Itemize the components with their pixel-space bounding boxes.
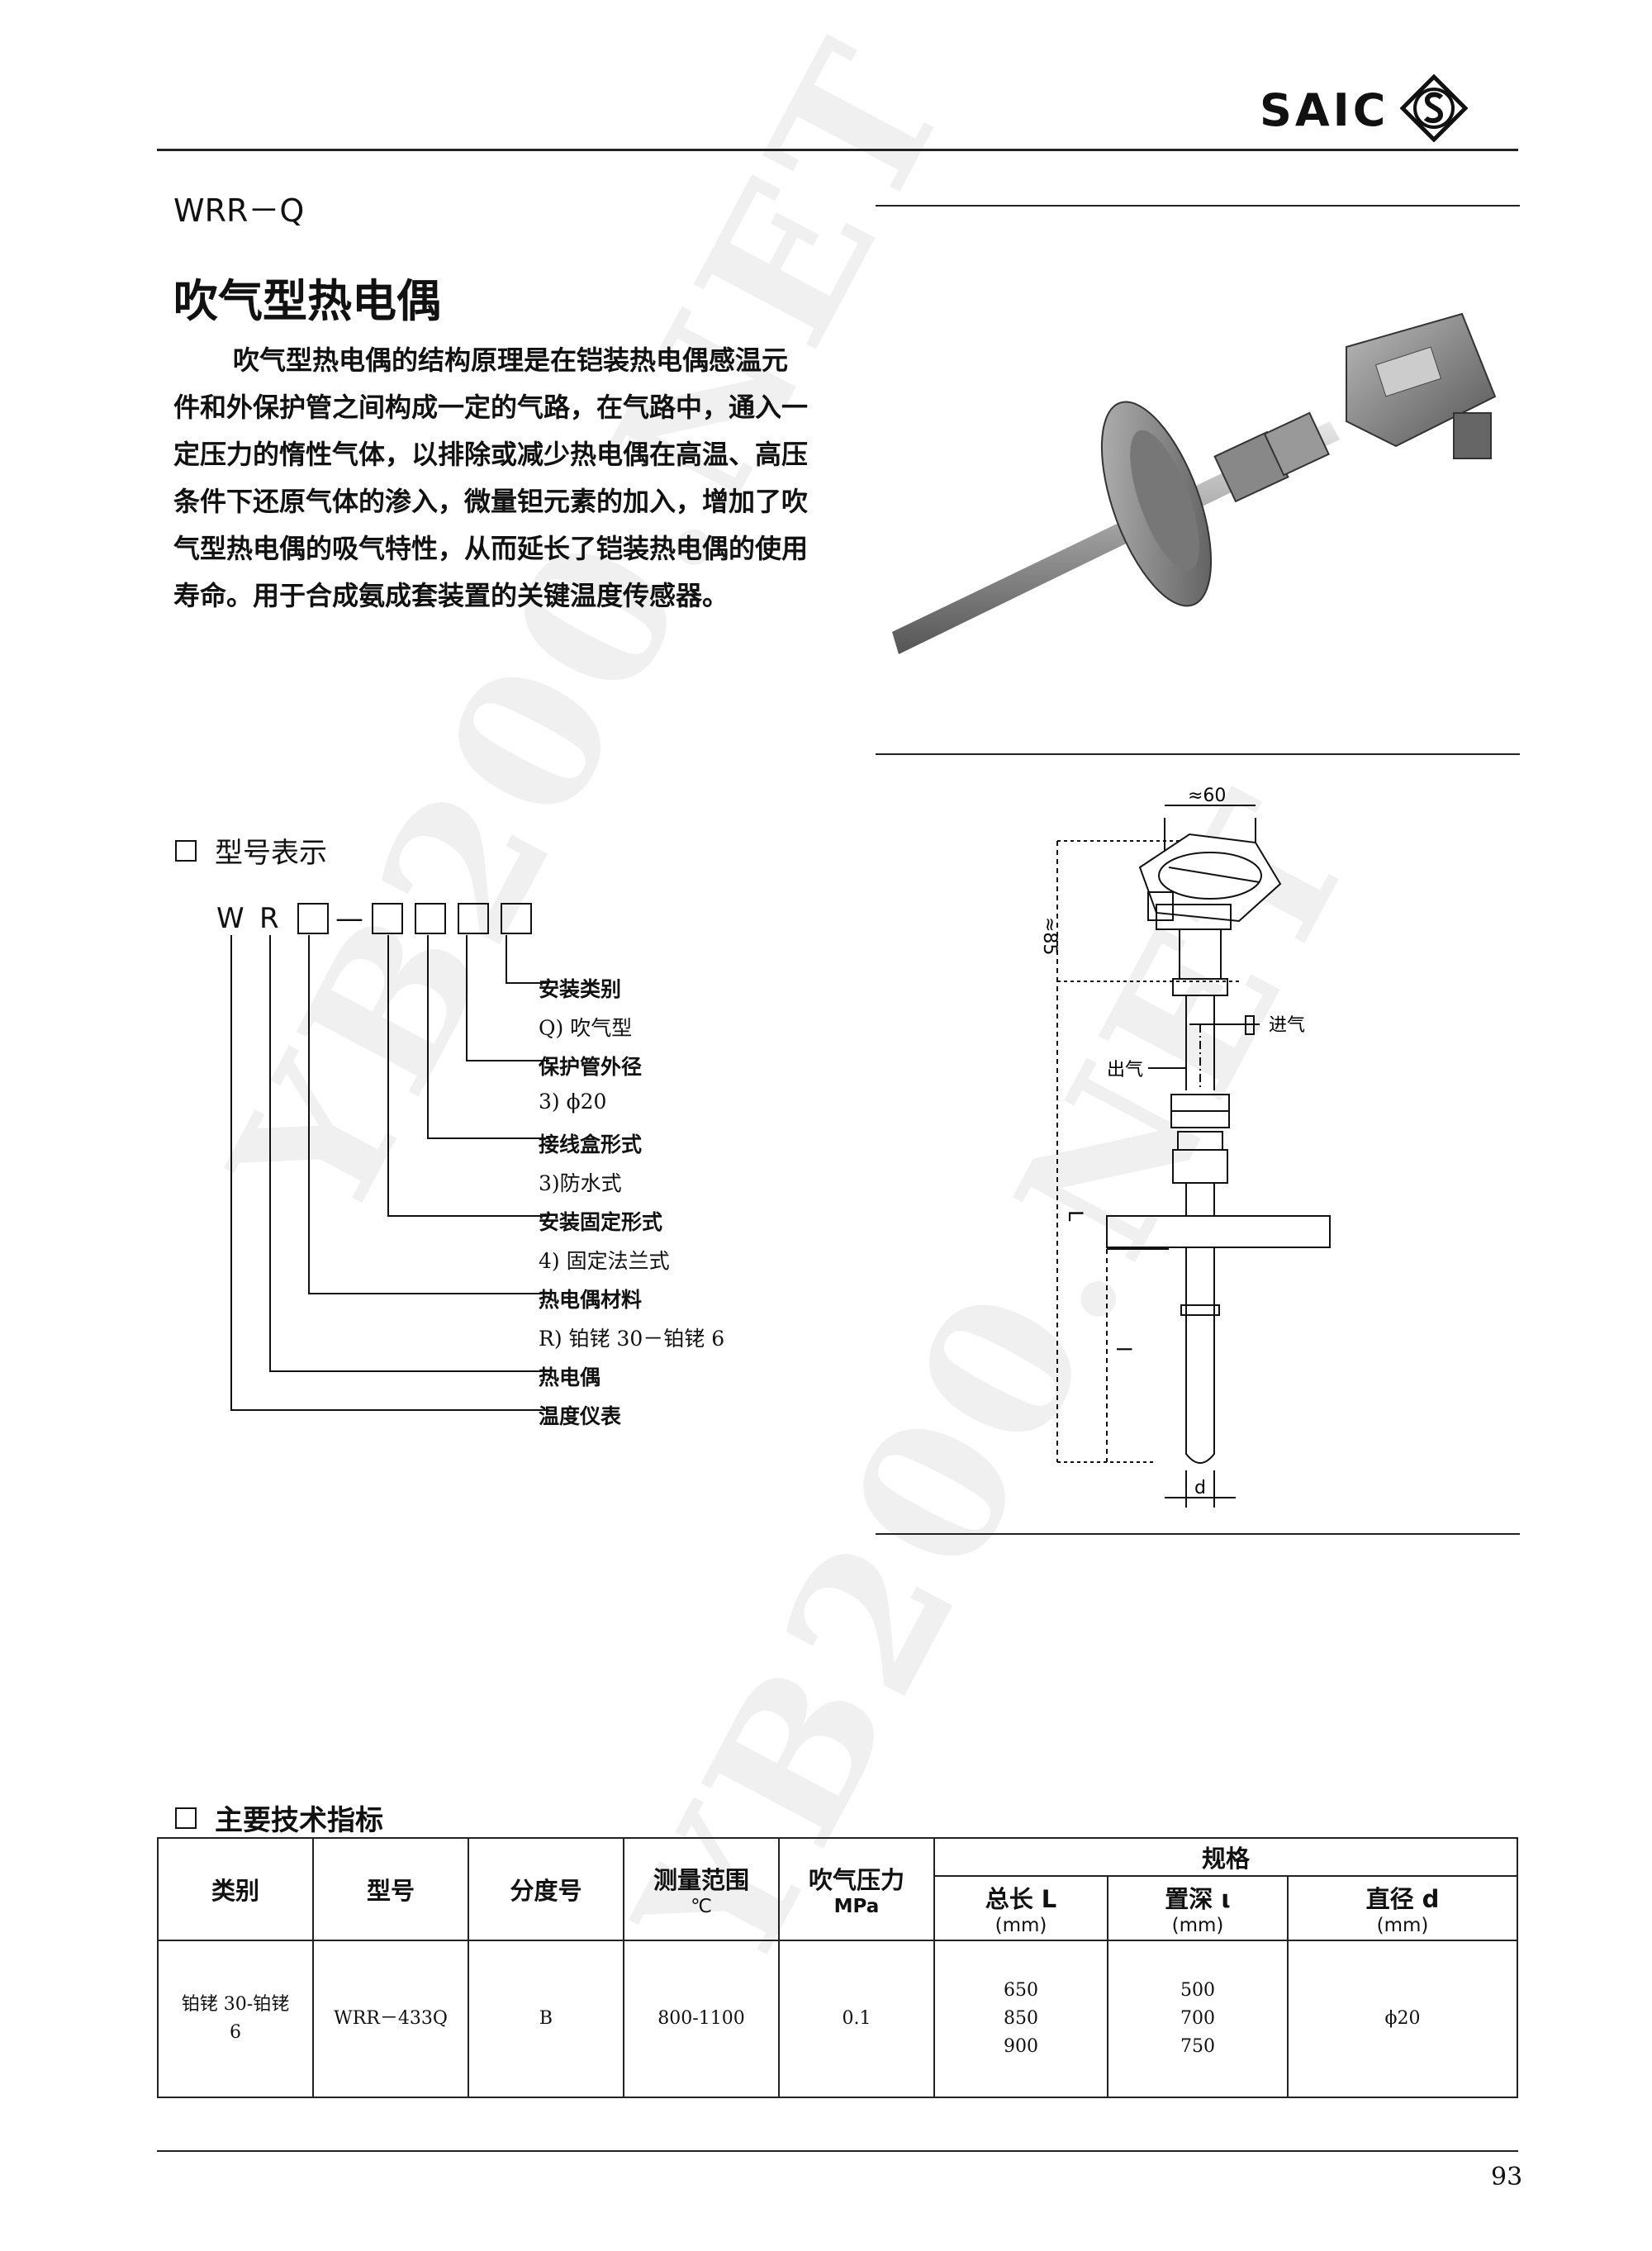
model-code-row: W R — [216,902,532,935]
header-graduation: 分度号 [468,1837,624,1941]
depth-value: 700 [1180,2008,1215,2029]
cell-depth: 500 700 750 [1107,1940,1289,2098]
outlet-label: 出气 [1107,1060,1143,1080]
header-diameter-label: 直径 d [1365,1885,1440,1913]
spec-section-heading: 主要技术指标 [175,1797,383,1838]
header-pressure-unit: MPa [833,1896,880,1917]
cell-diameter: ϕ20 [1287,1940,1518,2098]
dimension-drawing: ≈60 ≈85 进气 出气 L l d [1039,786,1331,1508]
checkbox-square-icon [175,1807,197,1829]
header-total-length: 总长 L (mm) [933,1875,1108,1941]
total-length-value: 900 [1004,2036,1038,2057]
dim-d-label: d [1194,1478,1206,1498]
dim-L-label: L [1064,1210,1087,1222]
product-code: WRR－Q [173,192,305,229]
cell-category-line: 6 [230,2022,241,2043]
model-code-leaders [230,935,549,1411]
header-range-label: 测量范围 [653,1866,749,1894]
dim-height-label: ≈85 [1039,917,1060,955]
header-total-length-label: 总长 L [985,1885,1057,1913]
thermocouple-photo [884,297,1512,681]
header-range-unit: ℃ [691,1896,712,1917]
model-section-heading: 型号表示 [175,830,327,871]
checkbox-square-icon [175,839,197,862]
legend-item: 4) 固定法兰式 [539,1249,670,1273]
header-range: 测量范围 ℃ [623,1837,780,1941]
depth-value: 750 [1180,2036,1215,2057]
header-total-length-unit: (mm) [995,1915,1047,1936]
dim-l-label: l [1112,1346,1135,1352]
header-depth-label: 置深 ι [1165,1885,1231,1913]
code-box [415,903,446,934]
cell-total-length: 650 850 900 [933,1940,1108,2098]
legend-item: R) 铂铑 30－铂铑 6 [539,1327,725,1351]
legend-item: 保护管外径 [539,1055,643,1079]
cell-model: WRR－433Q [312,1940,469,2098]
spec-table: 类别 型号 分度号 测量范围 ℃ 吹气压力 MPa 规格 总长 L (mm) 置… [157,1837,1518,2098]
product-title: 吹气型热电偶 [173,275,441,327]
model-legend: 安装类别 Q) 吹气型 保护管外径 3) ϕ20 接线盒形式 3)防水式 安装固… [539,973,724,1439]
brand-name: SAIC [1260,83,1389,136]
legend-item: 安装类别 [539,977,622,1001]
cell-category-line: 铂铑 30-铂铑 [181,1994,290,2015]
code-dash: — [335,902,365,935]
total-length-value: 850 [1004,2008,1038,2029]
dim-width-label: ≈60 [1188,786,1226,806]
spec-heading-text: 主要技术指标 [215,1804,383,1837]
product-intro: 吹气型热电偶的结构原理是在铠装热电偶感温元件和外保护管之间构成一定的气路，在气路… [173,344,809,611]
code-box [501,903,532,934]
header-diameter: 直径 d (mm) [1287,1875,1518,1941]
legend-item: 安装固定形式 [539,1210,663,1234]
cell-range: 800-1100 [623,1940,780,2098]
legend-item: 3) ϕ20 [539,1090,607,1114]
header-pressure: 吹气压力 MPa [778,1837,935,1941]
header-spec: 规格 [933,1837,1518,1877]
legend-item: Q) 吹气型 [539,1016,633,1040]
table-row: 铂铑 30-铂铑 6 WRR－433Q B 800-1100 0.1 650 8… [157,1940,1518,2098]
total-length-value: 650 [1004,1980,1038,2001]
cell-pressure: 0.1 [778,1940,935,2098]
header-depth: 置深 ι (mm) [1107,1875,1289,1941]
legend-item: 热电偶 [539,1365,601,1389]
code-box [372,903,403,934]
legend-item: 3)防水式 [539,1171,622,1195]
legend-item: 接线盒形式 [539,1133,643,1156]
S-logo-icon [1399,74,1469,145]
code-box [297,903,329,934]
header-model: 型号 [312,1837,469,1941]
legend-item: 热电偶材料 [539,1288,643,1312]
cell-category: 铂铑 30-铂铑 6 [157,1940,314,2098]
header-pressure-label: 吹气压力 [808,1866,904,1894]
header-rule [157,149,1518,151]
depth-value: 500 [1180,1980,1215,2001]
drawing-bottom-rule [876,1533,1520,1535]
header-category: 类别 [157,1837,314,1941]
header-diameter-unit: (mm) [1376,1915,1429,1936]
photo-top-rule [876,205,1520,207]
footer-rule [157,2150,1518,2152]
photo-bottom-rule [876,753,1520,755]
header-depth-unit: (mm) [1171,1915,1224,1936]
model-heading-text: 型号表示 [215,837,327,870]
legend-item: 温度仪表 [539,1404,622,1428]
code-letter-w: W [216,902,246,935]
page-number: 93 [1491,2163,1523,2192]
header-brand: SAIC [1260,74,1469,145]
cell-graduation: B [468,1940,624,2098]
code-box [458,903,489,934]
inlet-label: 进气 [1269,1015,1305,1036]
code-letter-r: R [259,902,281,935]
